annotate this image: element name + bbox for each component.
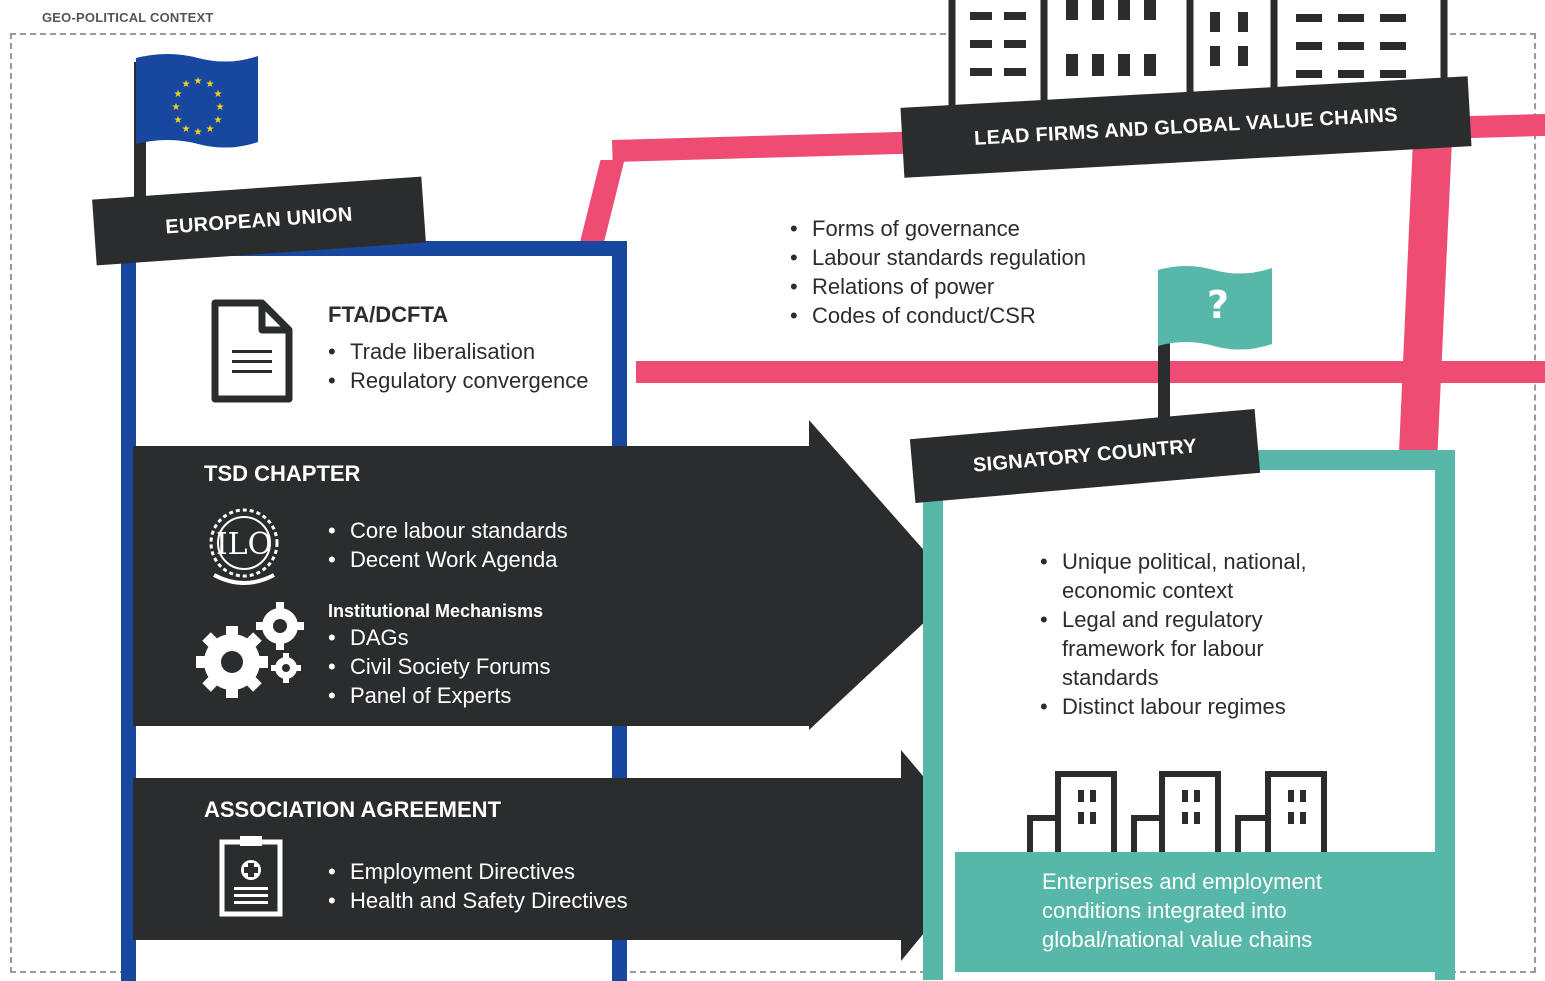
svg-text:★: ★ [174, 89, 183, 100]
list-item: Employment Directives [328, 857, 688, 886]
list-item: Relations of power [790, 272, 1210, 301]
fta-title: FTA/DCFTA [328, 302, 449, 327]
association-list: Employment Directives Health and Safety … [328, 857, 688, 915]
list-item: Health and Safety Directives [328, 886, 688, 915]
enterprise-text: Enterprises and employment conditions in… [1042, 869, 1323, 952]
question-flag-icon: ? [1158, 266, 1272, 350]
list-item: Core labour standards [328, 516, 628, 545]
mechanisms-title: Institutional Mechanisms [328, 601, 544, 621]
svg-text:★: ★ [194, 76, 203, 87]
svg-text:★: ★ [214, 115, 223, 126]
list-item: Forms of governance [790, 214, 1210, 243]
svg-text:★: ★ [194, 127, 203, 138]
tsd-title: TSD CHAPTER [204, 461, 361, 486]
list-item: Unique political, national, economic con… [1040, 547, 1360, 605]
svg-text:★: ★ [182, 124, 191, 135]
list-item: Distinct labour regimes [1040, 692, 1360, 721]
list-item: Trade liberalisation [328, 337, 628, 366]
list-item: Codes of conduct/CSR [790, 301, 1210, 330]
svg-text:★: ★ [172, 102, 181, 113]
association-title: ASSOCIATION AGREEMENT [204, 797, 502, 822]
svg-text:★: ★ [206, 79, 215, 90]
list-item: Decent Work Agenda [328, 545, 628, 574]
enterprise-band [955, 852, 1435, 972]
list-item: Regulatory convergence [328, 366, 628, 395]
list-item: Legal and regulatory framework for labou… [1040, 605, 1360, 692]
eu-flag-icon: ★★★ ★★★ ★★★ ★★★ [136, 54, 258, 148]
svg-text:ILO: ILO [216, 527, 272, 562]
list-item: Panel of Experts [328, 681, 648, 710]
gears-icon [196, 602, 304, 698]
svg-text:★: ★ [174, 115, 183, 126]
clipboard-medical-icon [219, 836, 283, 917]
fta-list: Trade liberalisation Regulatory converge… [328, 337, 628, 395]
mechanisms-list: DAGs Civil Society Forums Panel of Exper… [328, 623, 648, 710]
ilo-emblem-icon: ILO [209, 508, 279, 585]
list-item: Labour standards regulation [790, 243, 1210, 272]
pink-flow-middle [636, 361, 1545, 383]
lead-firms-list: Forms of governance Labour standards reg… [790, 214, 1210, 330]
list-item: Civil Society Forums [328, 652, 648, 681]
svg-text:★: ★ [216, 102, 225, 113]
svg-text:★: ★ [214, 89, 223, 100]
tsd-list: Core labour standards Decent Work Agenda [328, 516, 628, 574]
signatory-flag-pole [1158, 330, 1170, 430]
signatory-list: Unique political, national, economic con… [1040, 547, 1360, 721]
geo-political-context-label: GEO-POLITICAL CONTEXT [42, 10, 214, 25]
document-icon [211, 299, 293, 403]
svg-text:★: ★ [182, 79, 191, 90]
list-item: DAGs [328, 623, 648, 652]
svg-text:★: ★ [206, 124, 215, 135]
enterprise-buildings-icon [1027, 771, 1327, 856]
svg-text:?: ? [1207, 283, 1229, 327]
